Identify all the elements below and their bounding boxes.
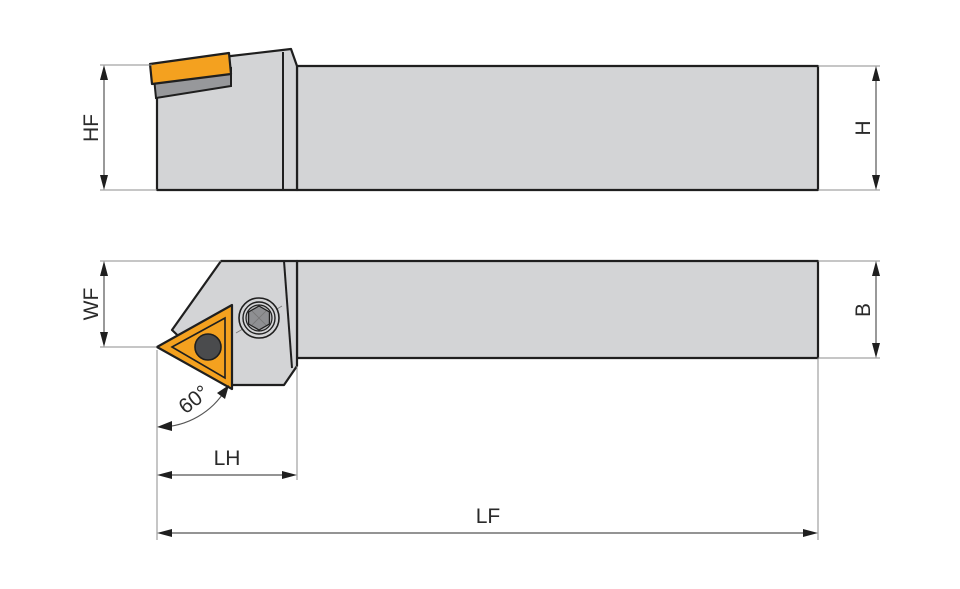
side-view [148,47,820,192]
side-insert [148,51,233,86]
label-h: H [852,120,875,135]
label-angle: 60° [174,381,213,419]
dimension-angle: 60° [157,381,229,431]
dimension-lf: LF [157,505,818,537]
dimension-b: B [818,260,880,359]
label-lf: LF [476,505,501,528]
clamp-screw-icon [235,297,283,339]
top-view [155,259,820,391]
side-shank [295,64,820,192]
label-hf: HF [80,114,103,142]
label-lh: LH [214,447,241,470]
label-wf: WF [80,288,103,321]
dimension-h: H [818,65,880,191]
dimension-hf: HF [80,64,157,191]
triangle-insert [155,303,234,391]
top-shank [295,259,820,360]
dimension-lh: LH [157,447,297,479]
label-b: B [852,303,875,317]
top-head-step [283,260,293,369]
dimension-wf: WF [80,260,221,348]
